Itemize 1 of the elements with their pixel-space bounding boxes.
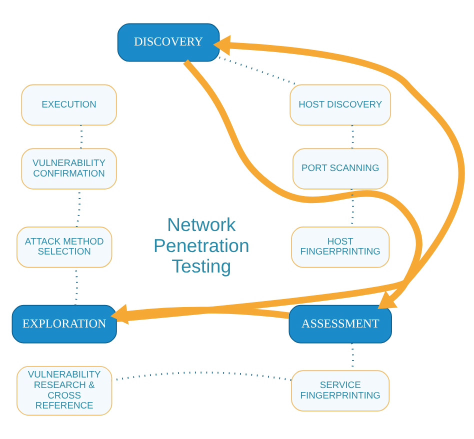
label: Network Penetration Testing bbox=[153, 214, 250, 277]
